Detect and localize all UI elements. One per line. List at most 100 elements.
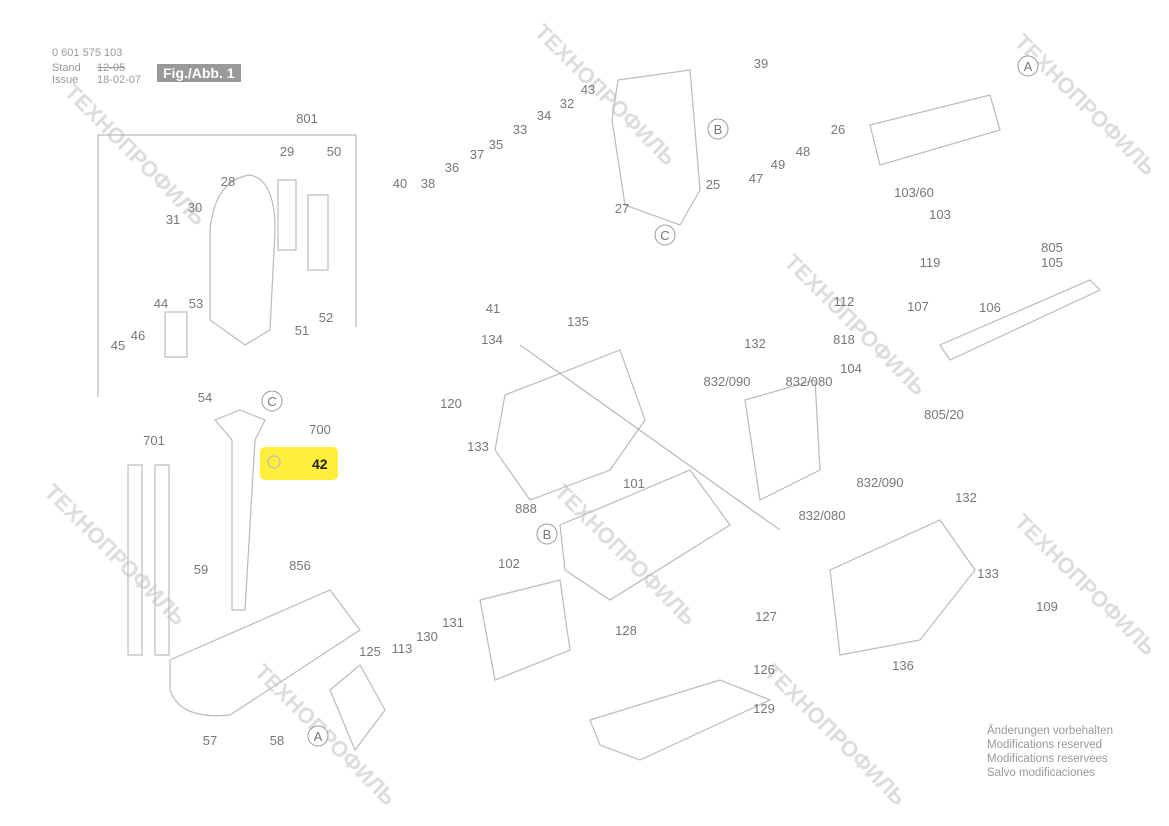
part-label-49[interactable]: 49 bbox=[771, 157, 785, 172]
part-label-46[interactable]: 46 bbox=[131, 328, 145, 343]
part-label-126[interactable]: 126 bbox=[753, 662, 775, 677]
part-label-34[interactable]: 34 bbox=[537, 108, 551, 123]
part-label-130[interactable]: 130 bbox=[416, 629, 438, 644]
part-102 bbox=[479, 579, 571, 681]
part-701b bbox=[154, 464, 170, 656]
part-label-104[interactable]: 104 bbox=[840, 361, 862, 376]
part-label-B[interactable]: B bbox=[543, 527, 552, 542]
part-label-42[interactable]: 42 bbox=[312, 456, 328, 472]
watermark: ТЕХНОПРОФИЛЬ bbox=[40, 479, 191, 630]
part-label-801[interactable]: 801 bbox=[296, 111, 318, 126]
part-label-135[interactable]: 135 bbox=[567, 314, 589, 329]
part-label-28[interactable]: 28 bbox=[221, 174, 235, 189]
part-label-A[interactable]: A bbox=[314, 729, 323, 744]
stand-value: 12-05 bbox=[97, 62, 126, 74]
part-label-125[interactable]: 125 bbox=[359, 644, 381, 659]
part-label-53[interactable]: 53 bbox=[189, 296, 203, 311]
part-label-33[interactable]: 33 bbox=[513, 122, 527, 137]
part-label-132[interactable]: 132 bbox=[744, 336, 766, 351]
part-label-51[interactable]: 51 bbox=[295, 323, 309, 338]
part-label-127[interactable]: 127 bbox=[755, 609, 777, 624]
part-label-134[interactable]: 134 bbox=[481, 332, 503, 347]
part-label-129[interactable]: 129 bbox=[753, 701, 775, 716]
part-label-54[interactable]: 54 bbox=[198, 390, 212, 405]
part-label-B[interactable]: B bbox=[714, 122, 723, 137]
part-label-47[interactable]: 47 bbox=[749, 171, 763, 186]
part-label-700[interactable]: 700 bbox=[309, 422, 331, 437]
part-label-38[interactable]: 38 bbox=[421, 176, 435, 191]
part-label-105[interactable]: 105 bbox=[1041, 255, 1063, 270]
watermark: ТЕХНОПРОФИЛЬ bbox=[550, 479, 701, 630]
part-label-39[interactable]: 39 bbox=[754, 56, 768, 71]
part-label-832-080[interactable]: 832/080 bbox=[786, 374, 833, 389]
issue-label: Issue bbox=[52, 74, 79, 86]
part-700 bbox=[214, 409, 266, 611]
part-label-701[interactable]: 701 bbox=[143, 433, 165, 448]
part-label-58[interactable]: 58 bbox=[270, 733, 284, 748]
part-label-136[interactable]: 136 bbox=[892, 658, 914, 673]
part-label-120[interactable]: 120 bbox=[440, 396, 462, 411]
part-label-31[interactable]: 31 bbox=[166, 212, 180, 227]
part-number: 0 601 575 103 bbox=[52, 47, 123, 59]
part-label-30[interactable]: 30 bbox=[188, 200, 202, 215]
part-label-856[interactable]: 856 bbox=[289, 558, 311, 573]
part-label-888[interactable]: 888 bbox=[515, 501, 537, 516]
part-label-109[interactable]: 109 bbox=[1036, 599, 1058, 614]
issue-value: 18-02-07 bbox=[97, 74, 142, 86]
part-label-C[interactable]: C bbox=[660, 228, 669, 243]
part-label-25[interactable]: 25 bbox=[706, 177, 720, 192]
part-label-43[interactable]: 43 bbox=[581, 82, 595, 97]
part-label-832-090[interactable]: 832/090 bbox=[704, 374, 751, 389]
part-label-128[interactable]: 128 bbox=[615, 623, 637, 638]
part-132 bbox=[744, 379, 821, 501]
part-label-103[interactable]: 103 bbox=[929, 207, 951, 222]
part-label-832-080[interactable]: 832/080 bbox=[799, 508, 846, 523]
part-label-101[interactable]: 101 bbox=[623, 476, 645, 491]
part-label-132[interactable]: 132 bbox=[955, 490, 977, 505]
part-label-119[interactable]: 119 bbox=[920, 255, 941, 270]
part-label-133[interactable]: 133 bbox=[977, 566, 999, 581]
part-label-107[interactable]: 107 bbox=[907, 299, 929, 314]
highlight-42 bbox=[260, 447, 338, 480]
part-29 bbox=[277, 179, 297, 251]
part-label-106[interactable]: 106 bbox=[979, 300, 1001, 315]
part-label-59[interactable]: 59 bbox=[194, 562, 208, 577]
part-label-52[interactable]: 52 bbox=[319, 310, 333, 325]
part-armature bbox=[869, 94, 1001, 166]
part-label-36[interactable]: 36 bbox=[445, 160, 459, 175]
part-label-112[interactable]: 112 bbox=[834, 294, 855, 309]
part-label-44[interactable]: 44 bbox=[154, 296, 168, 311]
part-label-103-60[interactable]: 103/60 bbox=[894, 185, 934, 200]
part-133 bbox=[494, 349, 646, 501]
part-label-102[interactable]: 102 bbox=[498, 556, 520, 571]
watermark: ТЕХНОПРОФИЛЬ bbox=[760, 659, 911, 810]
part-label-832-090[interactable]: 832/090 bbox=[857, 475, 904, 490]
reference-circle-C bbox=[261, 390, 283, 412]
part-label-805-20[interactable]: 805/20 bbox=[924, 407, 964, 422]
part-label-29[interactable]: 29 bbox=[280, 144, 294, 159]
part-label-41[interactable]: 41 bbox=[486, 301, 500, 316]
part-label-131[interactable]: 131 bbox=[442, 615, 464, 630]
part-133b bbox=[829, 519, 976, 656]
reference-circle-A bbox=[307, 725, 329, 747]
part-label-A[interactable]: A bbox=[1024, 59, 1033, 74]
part-label-133[interactable]: 133 bbox=[467, 439, 489, 454]
part-label-26[interactable]: 26 bbox=[831, 122, 845, 137]
part-label-48[interactable]: 48 bbox=[796, 144, 810, 159]
part-label-45[interactable]: 45 bbox=[111, 338, 125, 353]
part-label-37[interactable]: 37 bbox=[470, 147, 484, 162]
part-label-818[interactable]: 818 bbox=[833, 332, 855, 347]
group-bracket-801 bbox=[97, 134, 357, 397]
part-outlines bbox=[97, 69, 1102, 761]
part-label-40[interactable]: 40 bbox=[393, 176, 407, 191]
part-label-113[interactable]: 113 bbox=[392, 641, 413, 656]
part-label-32[interactable]: 32 bbox=[560, 96, 574, 111]
part-label-27[interactable]: 27 bbox=[615, 201, 629, 216]
part-label-805[interactable]: 805 bbox=[1041, 240, 1063, 255]
part-label-35[interactable]: 35 bbox=[489, 137, 503, 152]
assembly-line bbox=[519, 344, 781, 531]
part-label-57[interactable]: 57 bbox=[203, 733, 217, 748]
part-label-C[interactable]: C bbox=[267, 394, 276, 409]
part-label-50[interactable]: 50 bbox=[327, 144, 341, 159]
